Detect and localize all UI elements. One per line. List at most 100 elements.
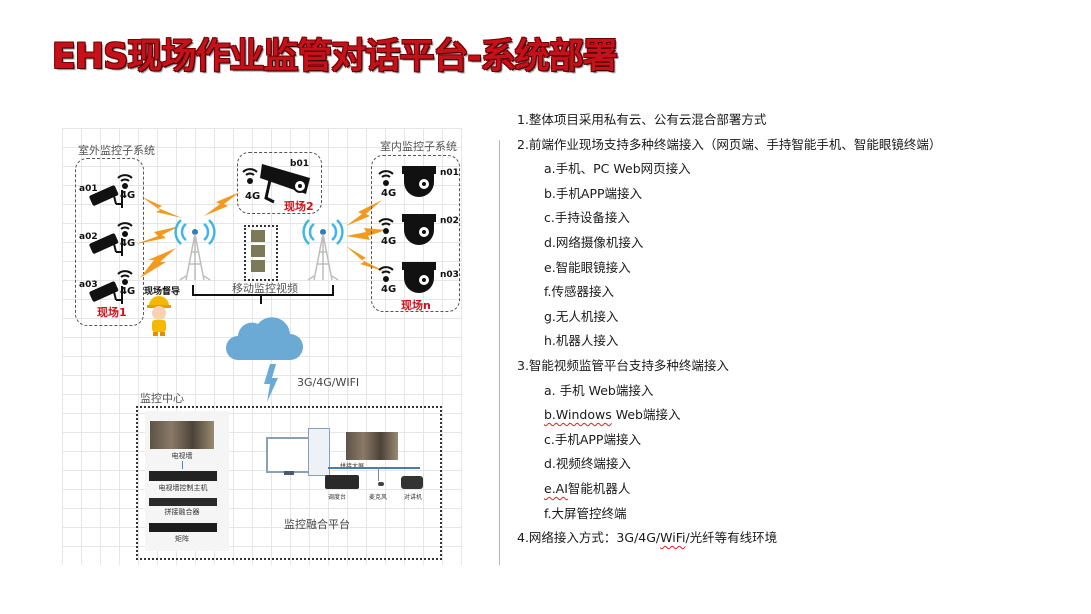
- bus-drop: [378, 467, 379, 481]
- lightning-icon: [264, 364, 278, 402]
- outdoor-camera-group: a01 4G a02 4G a03: [76, 166, 146, 316]
- desc-item-2d: d.网络摄像机接入: [544, 234, 644, 250]
- console-device: [325, 475, 359, 489]
- monitor-center-box: [136, 406, 442, 560]
- desc-item-3d: d.视频终端接入: [544, 456, 631, 472]
- big-screen-label: 拼接大屏: [340, 461, 364, 470]
- lightning-icon: [140, 248, 176, 278]
- cloud-icon: [226, 317, 303, 360]
- camera-n02: n02 4G: [374, 210, 459, 254]
- desc-text: 4.网络接入方式：3G/4G/: [517, 530, 661, 546]
- vertical-divider: [499, 140, 500, 565]
- desc-item-3a: a. 手机 Web端接入: [544, 382, 654, 398]
- desc-item-2f: f.传感器接入: [544, 284, 614, 300]
- camera-n01: n01 4G: [374, 162, 459, 206]
- spellcheck-squiggle: WiFi: [660, 530, 686, 546]
- mobile-video-label: 移动监控视频: [232, 282, 298, 295]
- mic-label: 麦克风: [369, 494, 388, 501]
- desc-text: /光纤等有线环境: [685, 530, 778, 546]
- desc-item-4: 4.网络接入方式：3G/4G/WiFi/光纤等有线环境: [517, 526, 1077, 551]
- phone-label: 对讲机: [404, 494, 423, 501]
- spellcheck-squiggle: b.Windows: [544, 407, 612, 423]
- camera-b01-network: 4G: [245, 191, 261, 202]
- lightning-icon: [346, 200, 382, 226]
- desc-item-2a: a.手机、PC Web网页接入: [544, 161, 691, 177]
- mobile-video-box: [244, 225, 278, 281]
- desc-item-1: 1.整体项目采用私有云、公有云混合部署方式: [517, 112, 767, 127]
- desc-item-2h: h.机器人接入: [544, 333, 619, 349]
- desc-item-3f: f.大屏管控终端: [544, 505, 627, 521]
- console-label: 调度台: [328, 494, 347, 501]
- outdoor-system-label: 室外监控子系统: [78, 144, 155, 157]
- camera-b01-id: b01: [290, 159, 309, 169]
- wall-controller-label: 电视墙控制主机: [158, 484, 208, 492]
- supervisor-worker-icon: [147, 296, 171, 336]
- video-thumbnail: [251, 245, 265, 257]
- connector-bracket: [192, 285, 334, 296]
- spellcheck-squiggle: e.AI: [544, 480, 568, 496]
- desc-item-3b: b.Windows Web端接入: [517, 403, 1077, 428]
- phone-device: [401, 476, 423, 489]
- mobile-video-thumbnails: [251, 230, 267, 274]
- desc-item-3c: c.手机APP端接入: [544, 431, 641, 447]
- desc-text: 智能机器人: [567, 480, 631, 496]
- platform-label: 监控融合平台: [284, 518, 350, 531]
- camera-a01: a01 4G: [76, 166, 146, 211]
- desc-item-2g: g.无人机接入: [544, 308, 619, 324]
- indoor-system-label: 室内监控子系统: [380, 140, 457, 153]
- lightning-icon: [136, 226, 180, 244]
- big-screen-image: [346, 432, 398, 460]
- site-2-box: [237, 152, 322, 214]
- monitor-center-label: 监控中心: [140, 392, 184, 405]
- site-1-label: 现场1: [97, 306, 127, 319]
- wifi-camera-icon: [89, 270, 133, 304]
- desc-item-2: 2.前端作业现场支持多种终端接入（网页端、手持智能手机、智能眼镜终端）: [517, 136, 942, 152]
- signal-tower-icon: [174, 219, 216, 281]
- camera-a03: a03 4G: [76, 262, 146, 307]
- lightning-icon: [204, 192, 240, 216]
- video-thumbnail: [251, 260, 265, 272]
- site-n-box: [371, 155, 460, 312]
- video-wall-image: [150, 421, 214, 449]
- desc-item-3: 3.智能视频监管平台支持多种终端接入: [517, 357, 729, 373]
- link-line: [182, 461, 183, 469]
- camera-a02: a02 4G: [76, 214, 146, 259]
- indoor-camera-group: n01 4G n02 4G: [374, 162, 459, 302]
- splice-device: [149, 498, 217, 506]
- wifi-camera-icon: [89, 174, 133, 208]
- network-label: 3G/4G/WIFI: [297, 376, 360, 389]
- desc-item-2c: c.手持设备接入: [544, 210, 630, 226]
- connector-line: [260, 294, 262, 304]
- deployment-diagram: 室外监控子系统 a01 4G a02 4G: [62, 128, 462, 565]
- desc-item-3e: e.AI智能机器人: [517, 477, 1077, 502]
- lightning-icon: [142, 197, 182, 218]
- video-wall-label: 电视墙: [171, 452, 193, 460]
- mic-device: [378, 482, 384, 486]
- lightning-icon: [346, 246, 386, 272]
- matrix-device: [149, 523, 217, 532]
- camera-n03: n03 4G: [374, 258, 459, 302]
- desc-item-2e: e.智能眼镜接入: [544, 259, 631, 275]
- desc-text: Web端接入: [611, 407, 681, 423]
- matrix-label: 矩阵: [175, 535, 189, 543]
- video-thumbnail: [251, 230, 265, 242]
- device-stack: 电视墙 电视墙控制主机 拼接融合器 矩阵: [145, 411, 229, 551]
- lightning-icon: [346, 228, 386, 240]
- signal-tower-icon: [302, 219, 344, 281]
- dome-camera-icon: [378, 214, 436, 245]
- dome-camera-icon: [378, 262, 436, 293]
- network-bus: [328, 467, 420, 469]
- desc-item-2b: b.手机APP端接入: [544, 185, 643, 201]
- bullet-camera-icon: [242, 164, 310, 204]
- wall-controller-device: [149, 471, 217, 481]
- supervisor-label: 现场督导: [144, 287, 181, 297]
- deployment-description: 1.整体项目采用私有云、公有云混合部署方式 2.前端作业现场支持多种终端接入（网…: [517, 108, 1077, 551]
- dome-camera-icon: [378, 166, 436, 197]
- splice-label: 拼接融合器: [164, 508, 200, 516]
- site-2-label: 现场2: [284, 200, 314, 213]
- site-n-label: 现场n: [401, 299, 431, 312]
- pc-tower-icon: [308, 428, 330, 476]
- page-title: EHS现场作业监管对话平台-系统部署: [52, 37, 618, 77]
- monitor-stand: [284, 471, 294, 475]
- wifi-camera-icon: [89, 222, 133, 256]
